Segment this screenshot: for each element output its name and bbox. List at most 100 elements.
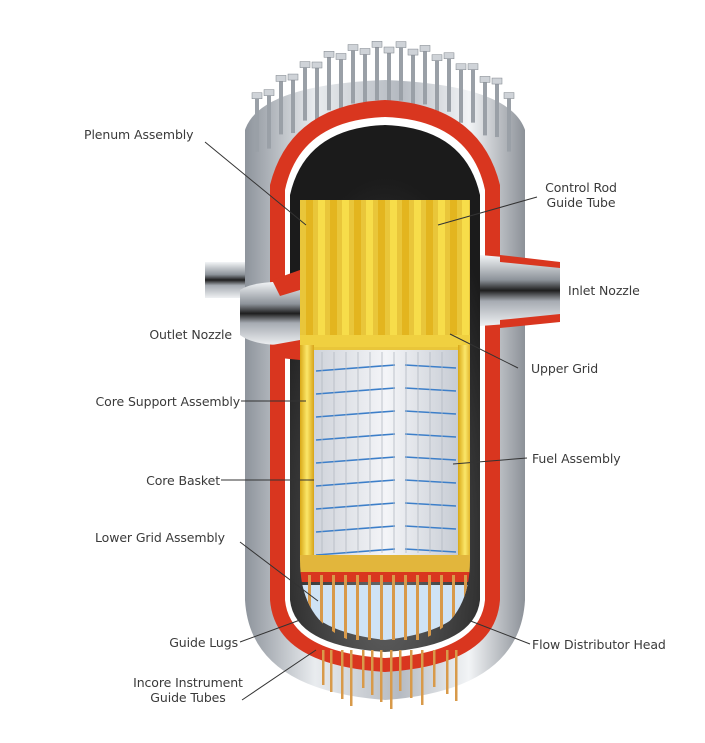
stud-nut (371, 41, 383, 48)
label-plenum-assembly: Plenum Assembly (84, 127, 194, 142)
closure-stud (339, 57, 343, 113)
closure-stud (315, 66, 319, 121)
stud-nut (431, 54, 443, 61)
spacer-grid-line (404, 548, 457, 553)
lower-tube (452, 575, 455, 640)
closure-stud (267, 93, 271, 149)
stud-nut (275, 75, 287, 82)
closure-stud (327, 55, 331, 111)
leader-guide-lugs (239, 619, 301, 643)
lower-tube (320, 575, 323, 640)
closure-stud (459, 67, 463, 123)
lower-tube (416, 575, 419, 640)
outlet-nozzle-shape (205, 262, 300, 360)
closure-stud (303, 65, 307, 121)
stud-nut (407, 48, 419, 56)
stud-nut (263, 89, 275, 96)
stud-nut (251, 92, 263, 99)
leader-plenum-assembly (204, 141, 307, 226)
lower-tube (332, 575, 335, 640)
incore-instrument-tube (330, 650, 333, 692)
spacer-grid-line (404, 525, 457, 530)
guide-tube (414, 200, 421, 340)
guide-tube (330, 200, 337, 340)
closure-stud (507, 96, 511, 152)
label-incore-line2: Guide Tubes (150, 690, 226, 705)
stud-nut (503, 92, 515, 99)
guide-tube (318, 200, 325, 340)
inlet-nozzle-shape (480, 255, 560, 328)
incore-instrument-tube (446, 650, 449, 694)
guide-tube (342, 200, 349, 340)
label-incore-line1: Incore Instrument (133, 675, 243, 690)
incore-instrument-tube (371, 650, 374, 695)
stud-nut (419, 45, 431, 52)
stud-nut (323, 51, 335, 58)
guide-tube (306, 200, 313, 340)
incore-instrument-tube (362, 650, 365, 688)
lower-tube (356, 575, 359, 640)
guide-tube (366, 200, 373, 340)
closure-stud (351, 48, 355, 104)
stud-nut (359, 48, 371, 55)
incore-tubes (322, 650, 458, 709)
stud-nut (443, 52, 455, 60)
lower-tube (428, 575, 431, 640)
label-inlet-nozzle: Inlet Nozzle (568, 283, 640, 298)
closure-stud (423, 49, 427, 105)
closure-stud (483, 80, 487, 136)
guide-tube (354, 200, 361, 340)
spacer-grid-line (404, 410, 457, 415)
stud-nut (479, 76, 491, 83)
incore-instrument-tube (380, 650, 383, 702)
leader-incore-instrument-guide-tubes (241, 649, 317, 701)
incore-instrument-tube (390, 650, 393, 709)
spacer-grid-line (404, 502, 457, 507)
leader-fuel-assembly (452, 457, 528, 465)
leader-flow-distributor-head (467, 619, 531, 645)
label-outlet-nozzle: Outlet Nozzle (149, 327, 232, 342)
label-core-basket: Core Basket (146, 473, 220, 488)
incore-instrument-tube (433, 650, 436, 687)
incore-instrument-tube (410, 650, 413, 698)
incore-instrument-tube (455, 650, 458, 701)
guide-tube (438, 200, 445, 340)
incore-instrument-tube (341, 650, 344, 699)
spacer-grid-line (404, 364, 457, 369)
label-guide-lugs: Guide Lugs (169, 635, 238, 650)
leader-lower-grid-assembly (239, 541, 319, 602)
label-control-rod-line1: Control Rod (545, 180, 617, 195)
incore-instrument-tube (322, 650, 325, 685)
lower-tube (392, 575, 395, 640)
closure-stud (411, 53, 415, 109)
guide-tube (462, 200, 469, 340)
stud-nut (335, 53, 347, 60)
leader-lines (204, 141, 538, 701)
lower-tube (344, 575, 347, 640)
closure-stud (471, 67, 475, 123)
stud-nut (299, 61, 311, 68)
stud-nut (311, 61, 323, 69)
leader-upper-grid (449, 333, 519, 369)
guide-tube (426, 200, 433, 340)
spacer-grid-line (404, 479, 457, 484)
closure-stud (399, 45, 403, 101)
lower-tube (368, 575, 371, 640)
closure-stud (447, 56, 451, 112)
lower-tube (380, 575, 383, 640)
closure-stud (279, 79, 283, 135)
lower-tube (404, 575, 407, 640)
closure-stud (291, 78, 295, 134)
closure-stud (255, 96, 259, 152)
stud-nut (491, 77, 503, 85)
incore-instrument-tube (399, 650, 402, 691)
guide-tube (378, 200, 385, 340)
label-incore-instrument-guide-tubes: Incore Instrument Guide Tubes (118, 675, 258, 705)
guide-tube (402, 200, 409, 340)
leader-control-rod-guide-tube (437, 196, 538, 226)
stud-nut (467, 63, 479, 70)
guide-tube (450, 200, 457, 340)
label-control-rod-guide-tube: Control Rod Guide Tube (535, 180, 627, 210)
guide-tube (390, 200, 397, 340)
